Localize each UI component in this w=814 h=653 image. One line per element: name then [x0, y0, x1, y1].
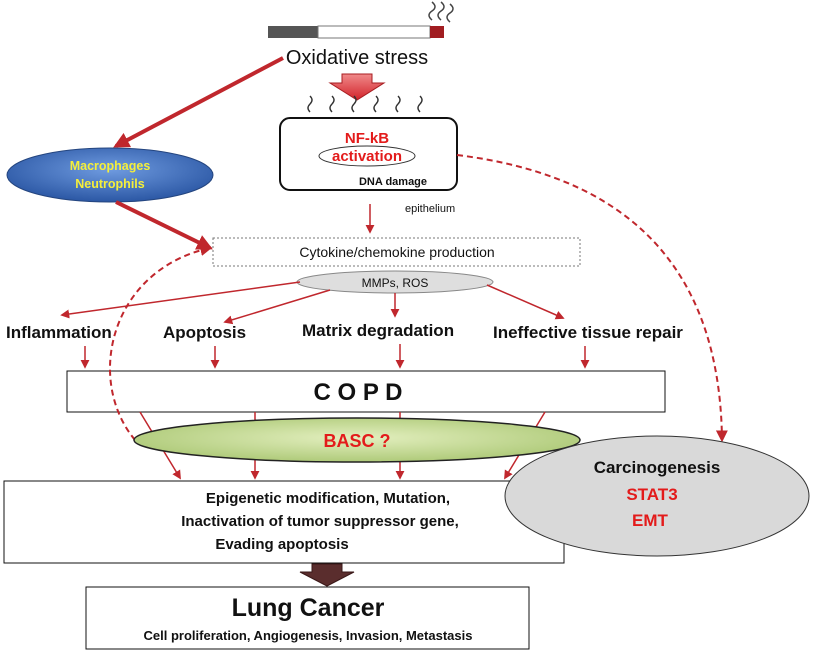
mechanism-line-1: Epigenetic modification, Mutation,: [206, 490, 450, 507]
oxidative-stress-label: Oxidative stress: [286, 47, 428, 69]
lung-cancer-subtitle: Cell proliferation, Angiogenesis, Invasi…: [144, 628, 473, 643]
wavy-lines: [307, 95, 423, 113]
cytokine-box: [212, 237, 581, 267]
nfkb-activation-ellipse: [318, 145, 416, 167]
arrow-to-repair: [486, 284, 565, 320]
mechanism-line-2: Inactivation of tumor suppressor gene,: [181, 513, 459, 530]
carcinogenesis-title: Carcinogenesis: [594, 458, 721, 477]
arrow-stress-to-immune: [113, 56, 284, 148]
arrow-immune-to-cytokine: [115, 200, 213, 250]
lung-cancer-box: [85, 586, 530, 650]
macrophages-label: Macrophages: [70, 159, 151, 173]
outcome-ineffective-repair: Ineffective tissue repair: [493, 323, 683, 342]
arrow-to-inflammation: [60, 281, 301, 319]
outcome-inflammation: Inflammation: [6, 323, 112, 342]
basc-ellipse: [133, 417, 581, 463]
basc-label: BASC ?: [324, 431, 391, 451]
nfkb-label: NF-kB: [345, 130, 389, 147]
nfkb-activation-label: activation: [332, 148, 402, 165]
epithelium-box: [279, 117, 458, 191]
carcinogenesis-ellipse: [504, 435, 810, 557]
epithelium-label: epithelium: [405, 203, 455, 215]
dna-damage-label: DNA damage: [359, 176, 427, 188]
neutrophils-label: Neutrophils: [75, 177, 144, 191]
mmps-ros-label: MMPs, ROS: [362, 276, 429, 290]
mechanism-line-3: Evading apoptosis: [215, 536, 348, 553]
stat3-label: STAT3: [626, 485, 677, 504]
lung-cancer-title: Lung Cancer: [232, 594, 385, 622]
mechanisms-box: [3, 480, 565, 564]
mechanisms-to-cancer-arrow: [299, 563, 355, 587]
cigarette-icon: [268, 1, 454, 39]
copd-box: [66, 370, 666, 413]
emt-label: EMT: [632, 511, 669, 530]
immune-cells-ellipse: [6, 147, 214, 203]
arrow-to-apoptosis: [223, 289, 331, 325]
outcome-matrix-degradation: Matrix degradation: [302, 321, 454, 340]
oxidative-stress-down-arrow: [328, 73, 386, 101]
dashed-arrow-nfkb-to-carcinogenesis: [456, 154, 728, 443]
outcome-apoptosis: Apoptosis: [163, 323, 246, 342]
dashed-arrow-basc-to-cytokine: [109, 244, 213, 441]
cytokine-label: Cytokine/chemokine production: [299, 244, 494, 260]
copd-label: C O P D: [314, 379, 403, 406]
